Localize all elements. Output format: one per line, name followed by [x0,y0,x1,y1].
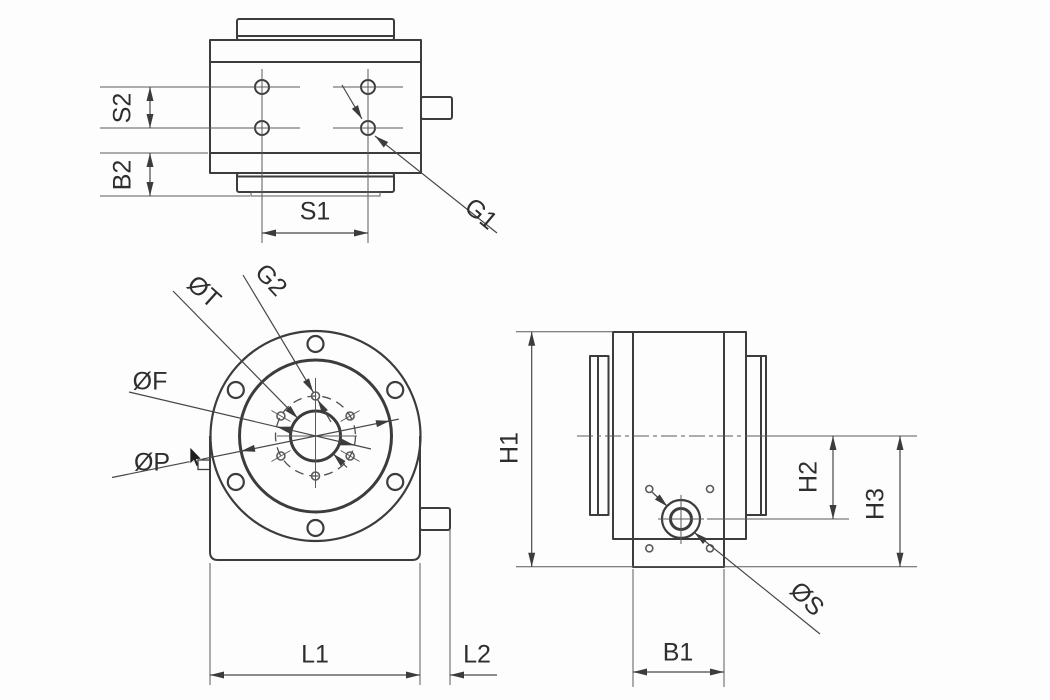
flange-bolt-hole [306,334,325,354]
bottom-cap-strip [250,191,381,197]
base-plate-outline [209,436,421,561]
table-tapped-hole [345,451,355,461]
table-tapped-hole [276,451,286,461]
table-tapped-hole [276,411,286,421]
leader-dia-t-b [332,453,348,468]
port-screw-hole [644,543,654,553]
cursor-snap-square [197,459,211,471]
side-port-boss [420,96,453,120]
leader-g1-b [374,135,498,234]
port-screw-hole [644,484,654,494]
leader-g1-a [341,84,363,120]
dim-label-h3: H3 [862,488,890,520]
dim-label-l2: L2 [463,641,491,669]
flange-pilot-circle [238,358,393,514]
flange-bolt-hole [306,518,325,538]
flange-bolt-hole [226,472,245,492]
side-view-part [589,331,767,568]
dim-line-dia-f [128,391,372,450]
front-view: G2 ØT ØF ØP L1 L2 [111,258,497,685]
flange-outer-circle [209,329,422,543]
top-view-part [209,18,453,197]
dim-label-s1: S1 [300,198,331,226]
dim-label-b1: B1 [663,639,694,667]
side-view-dimensions: H1 H2 H3 B1 ØS [496,331,904,676]
dim-label-h2: H2 [795,461,823,493]
side-view: H1 H2 H3 B1 ØS [496,331,917,687]
front-view-centerlines [209,378,451,685]
main-body [209,61,422,154]
dim-label-g1: G1 [459,192,503,235]
table-tapped-hole [345,411,355,421]
flange-bolt-hole [386,472,405,492]
top-flange-band [209,39,422,63]
side-body [632,331,725,568]
dim-label-dia-f: ØF [133,368,168,396]
leader-g2-b [317,399,332,423]
front-view-dimensions: G2 ØT ØF ØP L1 L2 [111,258,497,679]
flange-bolt-hole [226,380,245,400]
dim-label-s2: S2 [109,93,137,124]
dim-label-l1: L1 [301,641,329,669]
top-view-dimensions: S2 B2 S1 G1 [109,84,503,237]
dim-label-dia-p: ØP [134,449,170,477]
cursor-arrow [189,446,203,468]
dim-label-dia-s: ØS [784,576,829,621]
top-view: S2 B2 S1 G1 [100,18,503,243]
mouse-cursor-icon [189,446,211,471]
leader-dia-s-a [651,491,668,507]
port-screw-hole [705,484,715,494]
side-view-centerlines [516,331,917,687]
bottom-flange-band [209,152,422,174]
dim-label-g2: G2 [249,258,292,301]
top-view-centerlines [100,69,403,243]
leader-dia-s-b [693,532,821,635]
leader-dia-t-a [172,290,299,419]
leader-g2-a [242,274,314,393]
flange-bolt-hole [386,380,405,400]
front-port-boss [419,507,451,531]
dim-label-h1: H1 [496,432,524,464]
dim-label-b2: B2 [109,160,137,191]
